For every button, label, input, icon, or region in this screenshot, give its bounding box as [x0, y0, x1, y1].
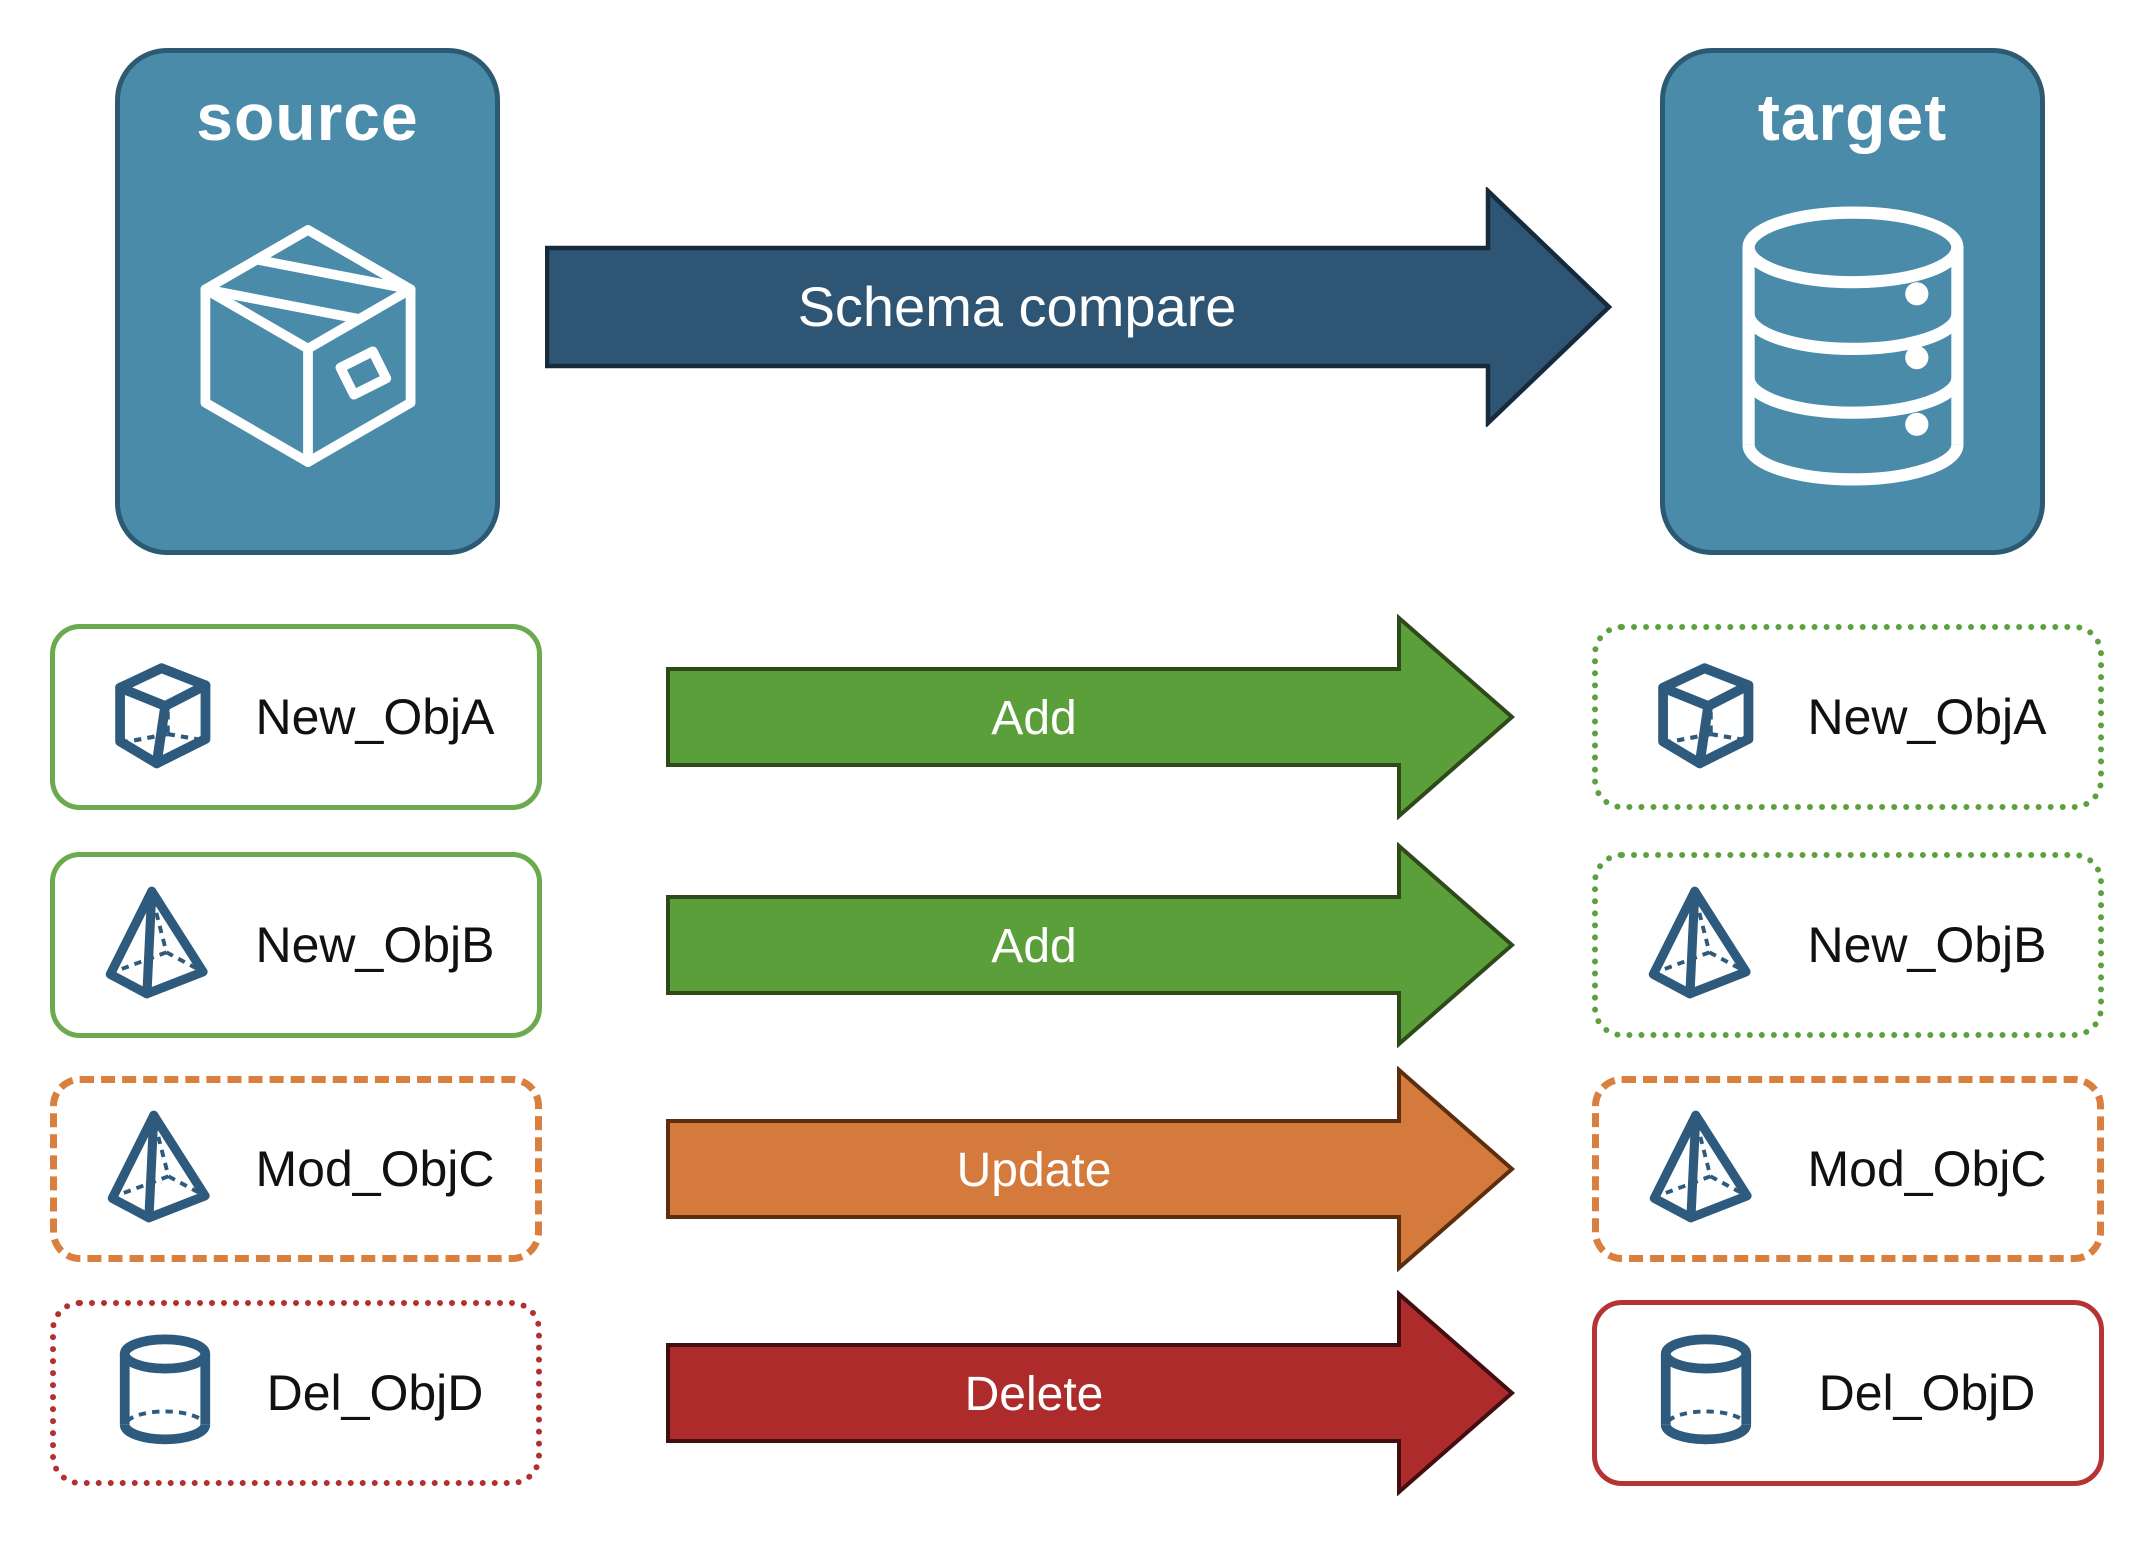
target-object-box-del-objd: Del_ObjD — [1592, 1300, 2104, 1486]
update-arrow: Update — [666, 1066, 1516, 1272]
cube-icon — [115, 663, 211, 769]
row-new-obja: New_ObjA Add — [0, 614, 2150, 820]
target-object-box-mod-objc: Mod_ObjC — [1592, 1076, 2104, 1262]
object-label: Mod_ObjC — [255, 1141, 495, 1197]
database-icon-svg — [1742, 206, 1963, 485]
source-object-box-new-objb: New_ObjB — [50, 852, 542, 1038]
database-icon — [1665, 155, 2040, 550]
schema-compare-arrow: Schema compare — [545, 187, 1613, 427]
pyramid-icon — [105, 886, 208, 999]
delete-arrow: Delete — [666, 1290, 1516, 1496]
add-arrow: Add — [666, 614, 1516, 820]
source-object-box-del-objd: Del_ObjD — [50, 1300, 542, 1486]
delete-arrow-label: Delete — [965, 1368, 1104, 1421]
row-mod-objc: Mod_ObjC Update Mod_ — [0, 1066, 2150, 1272]
package-box-icon-svg — [200, 224, 415, 467]
delete-arrow-shape — [666, 1290, 1516, 1496]
pyramid-icon — [107, 1110, 210, 1223]
update-arrow-label: Update — [957, 1144, 1112, 1197]
object-label: New_ObjA — [255, 689, 495, 745]
add-arrow-shape — [666, 842, 1516, 1048]
object-label: New_ObjB — [255, 917, 495, 973]
object-label: Del_ObjD — [1818, 1365, 2036, 1421]
pyramid-icon — [1649, 1110, 1752, 1223]
target-block: target — [1660, 48, 2045, 555]
object-label: Del_ObjD — [266, 1365, 484, 1421]
target-object-box-new-objb: New_ObjB — [1592, 852, 2104, 1038]
cube-icon — [1658, 663, 1754, 769]
target-title: target — [1757, 80, 1948, 154]
add-arrow-label: Add — [991, 692, 1076, 745]
row-new-objb: New_ObjB Add New_Obj — [0, 842, 2150, 1048]
schema-compare-arrow-shape — [545, 187, 1613, 427]
cylinder-icon — [1660, 1334, 1752, 1445]
object-label: Mod_ObjC — [1807, 1141, 2047, 1197]
source-block: source — [115, 48, 500, 555]
source-object-box-mod-objc: Mod_ObjC — [50, 1076, 542, 1262]
pyramid-icon — [1648, 886, 1751, 999]
object-label: New_ObjB — [1807, 917, 2047, 973]
cylinder-icon — [119, 1334, 211, 1445]
package-box-icon — [120, 155, 495, 550]
target-object-box-new-obja: New_ObjA — [1592, 624, 2104, 810]
source-title: source — [196, 80, 419, 154]
row-del-objd: Del_ObjD Delete Del_ObjD — [0, 1290, 2150, 1496]
update-arrow-shape — [666, 1066, 1516, 1272]
add-arrow-shape — [666, 614, 1516, 820]
add-arrow: Add — [666, 842, 1516, 1048]
schema-compare-label: Schema compare — [798, 275, 1237, 338]
object-label: New_ObjA — [1807, 689, 2047, 745]
add-arrow-label: Add — [991, 920, 1076, 973]
source-object-box-new-obja: New_ObjA — [50, 624, 542, 810]
